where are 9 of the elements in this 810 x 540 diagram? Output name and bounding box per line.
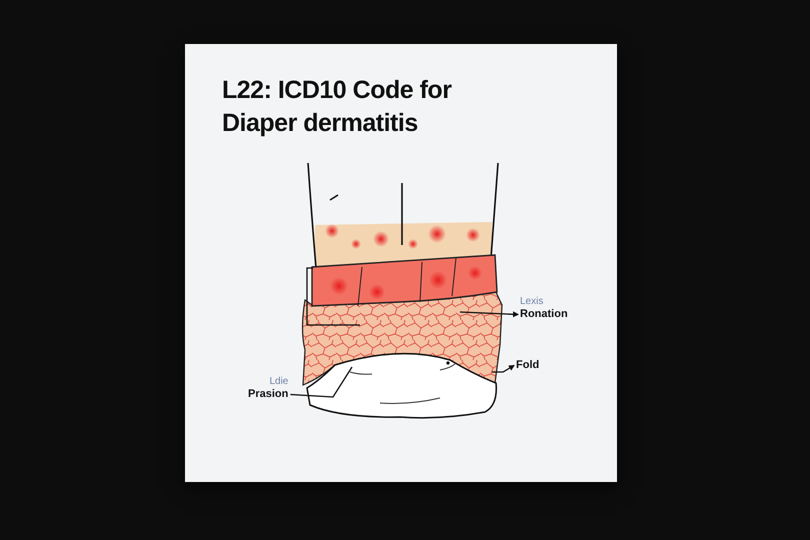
leader-line	[290, 366, 353, 398]
callout-label: Prasion	[248, 388, 288, 401]
callout-label: Ronation	[520, 308, 568, 321]
leader-line	[460, 311, 519, 318]
title: L22: ICD10 Code for Diaper dermatitis	[222, 75, 453, 139]
callout-label: Fold	[516, 359, 540, 372]
callout-sublabel: Lexis	[520, 296, 544, 308]
callout-sublabel: Ldie	[268, 376, 288, 388]
leader-line	[492, 364, 515, 373]
